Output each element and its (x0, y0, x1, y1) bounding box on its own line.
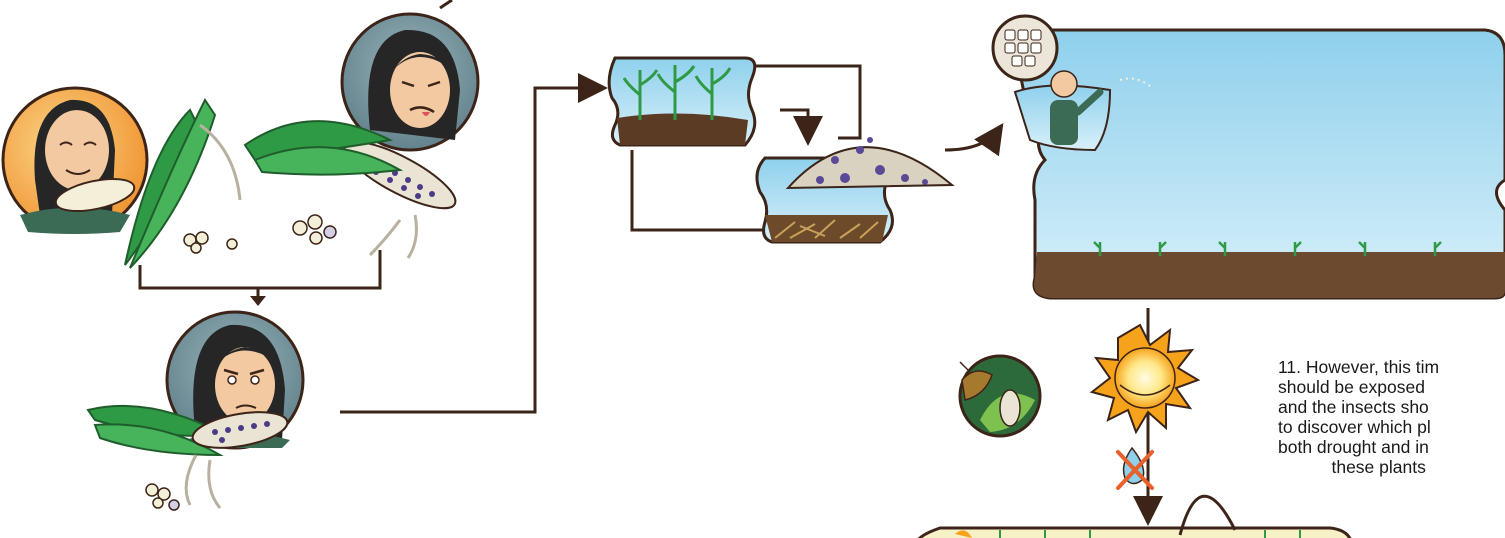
seed-to-field-arrow (945, 128, 1000, 150)
sun-icon (1092, 325, 1198, 432)
stress-field-panel (916, 496, 1352, 538)
caption-line: both drought and in (1278, 437, 1429, 457)
caption-line: and the insects sho (1278, 397, 1429, 417)
kernels-left (184, 232, 237, 253)
crop-panel (609, 58, 755, 145)
crop-down-arrow (780, 110, 808, 140)
caption-line: these plants (1278, 457, 1426, 477)
caption-line: to discover which pl (1278, 417, 1431, 437)
field-panel (1019, 30, 1505, 298)
maize-cob-icon (88, 406, 290, 508)
caption-line: 11. However, this tim (1278, 357, 1439, 377)
insect-icon (960, 356, 1040, 436)
seed-bag-icon (993, 16, 1057, 80)
kernels-right (293, 215, 336, 244)
merge-connector (140, 250, 380, 288)
kernels-bottom (146, 484, 179, 510)
step-11-caption: 11. However, this tim should be exposed … (1278, 357, 1505, 477)
happy-face-icon (3, 88, 147, 234)
caption-line: should be exposed (1278, 377, 1425, 397)
top-flow-arrow (440, 0, 452, 8)
crop-bottom-connector (632, 150, 770, 230)
